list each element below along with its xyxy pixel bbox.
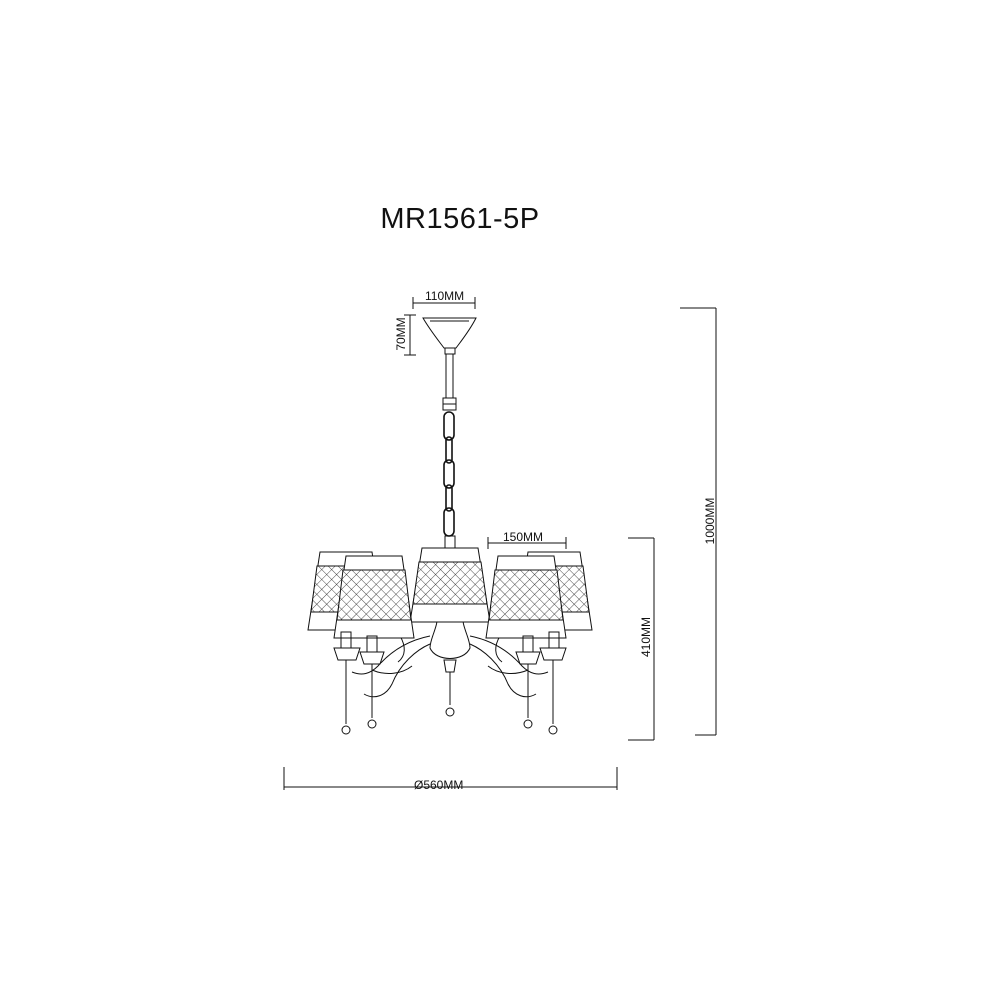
dim-line-total-height	[680, 308, 716, 735]
suspension-rod	[443, 354, 456, 410]
dim-canopy-width: 110MM	[425, 289, 465, 303]
dim-line-diameter	[284, 767, 617, 790]
crystal-pendants	[342, 660, 557, 734]
lampshade-right	[486, 556, 566, 638]
lampshade-center	[410, 548, 490, 622]
dim-diameter: Ø560MM	[414, 778, 464, 792]
dim-line-body-height	[628, 538, 654, 740]
ceiling-canopy	[423, 318, 476, 354]
chandelier-arms	[352, 636, 548, 697]
title: MR1561-5P	[380, 203, 540, 235]
dim-shade-width: 150MM	[503, 530, 544, 544]
lampshade-left	[334, 556, 414, 638]
dim-line-canopy-height	[404, 315, 416, 355]
suspension-chain	[444, 412, 454, 536]
dim-line-shade-width	[488, 537, 566, 549]
candle-cups	[334, 632, 566, 664]
dim-line-canopy-width	[413, 297, 475, 309]
